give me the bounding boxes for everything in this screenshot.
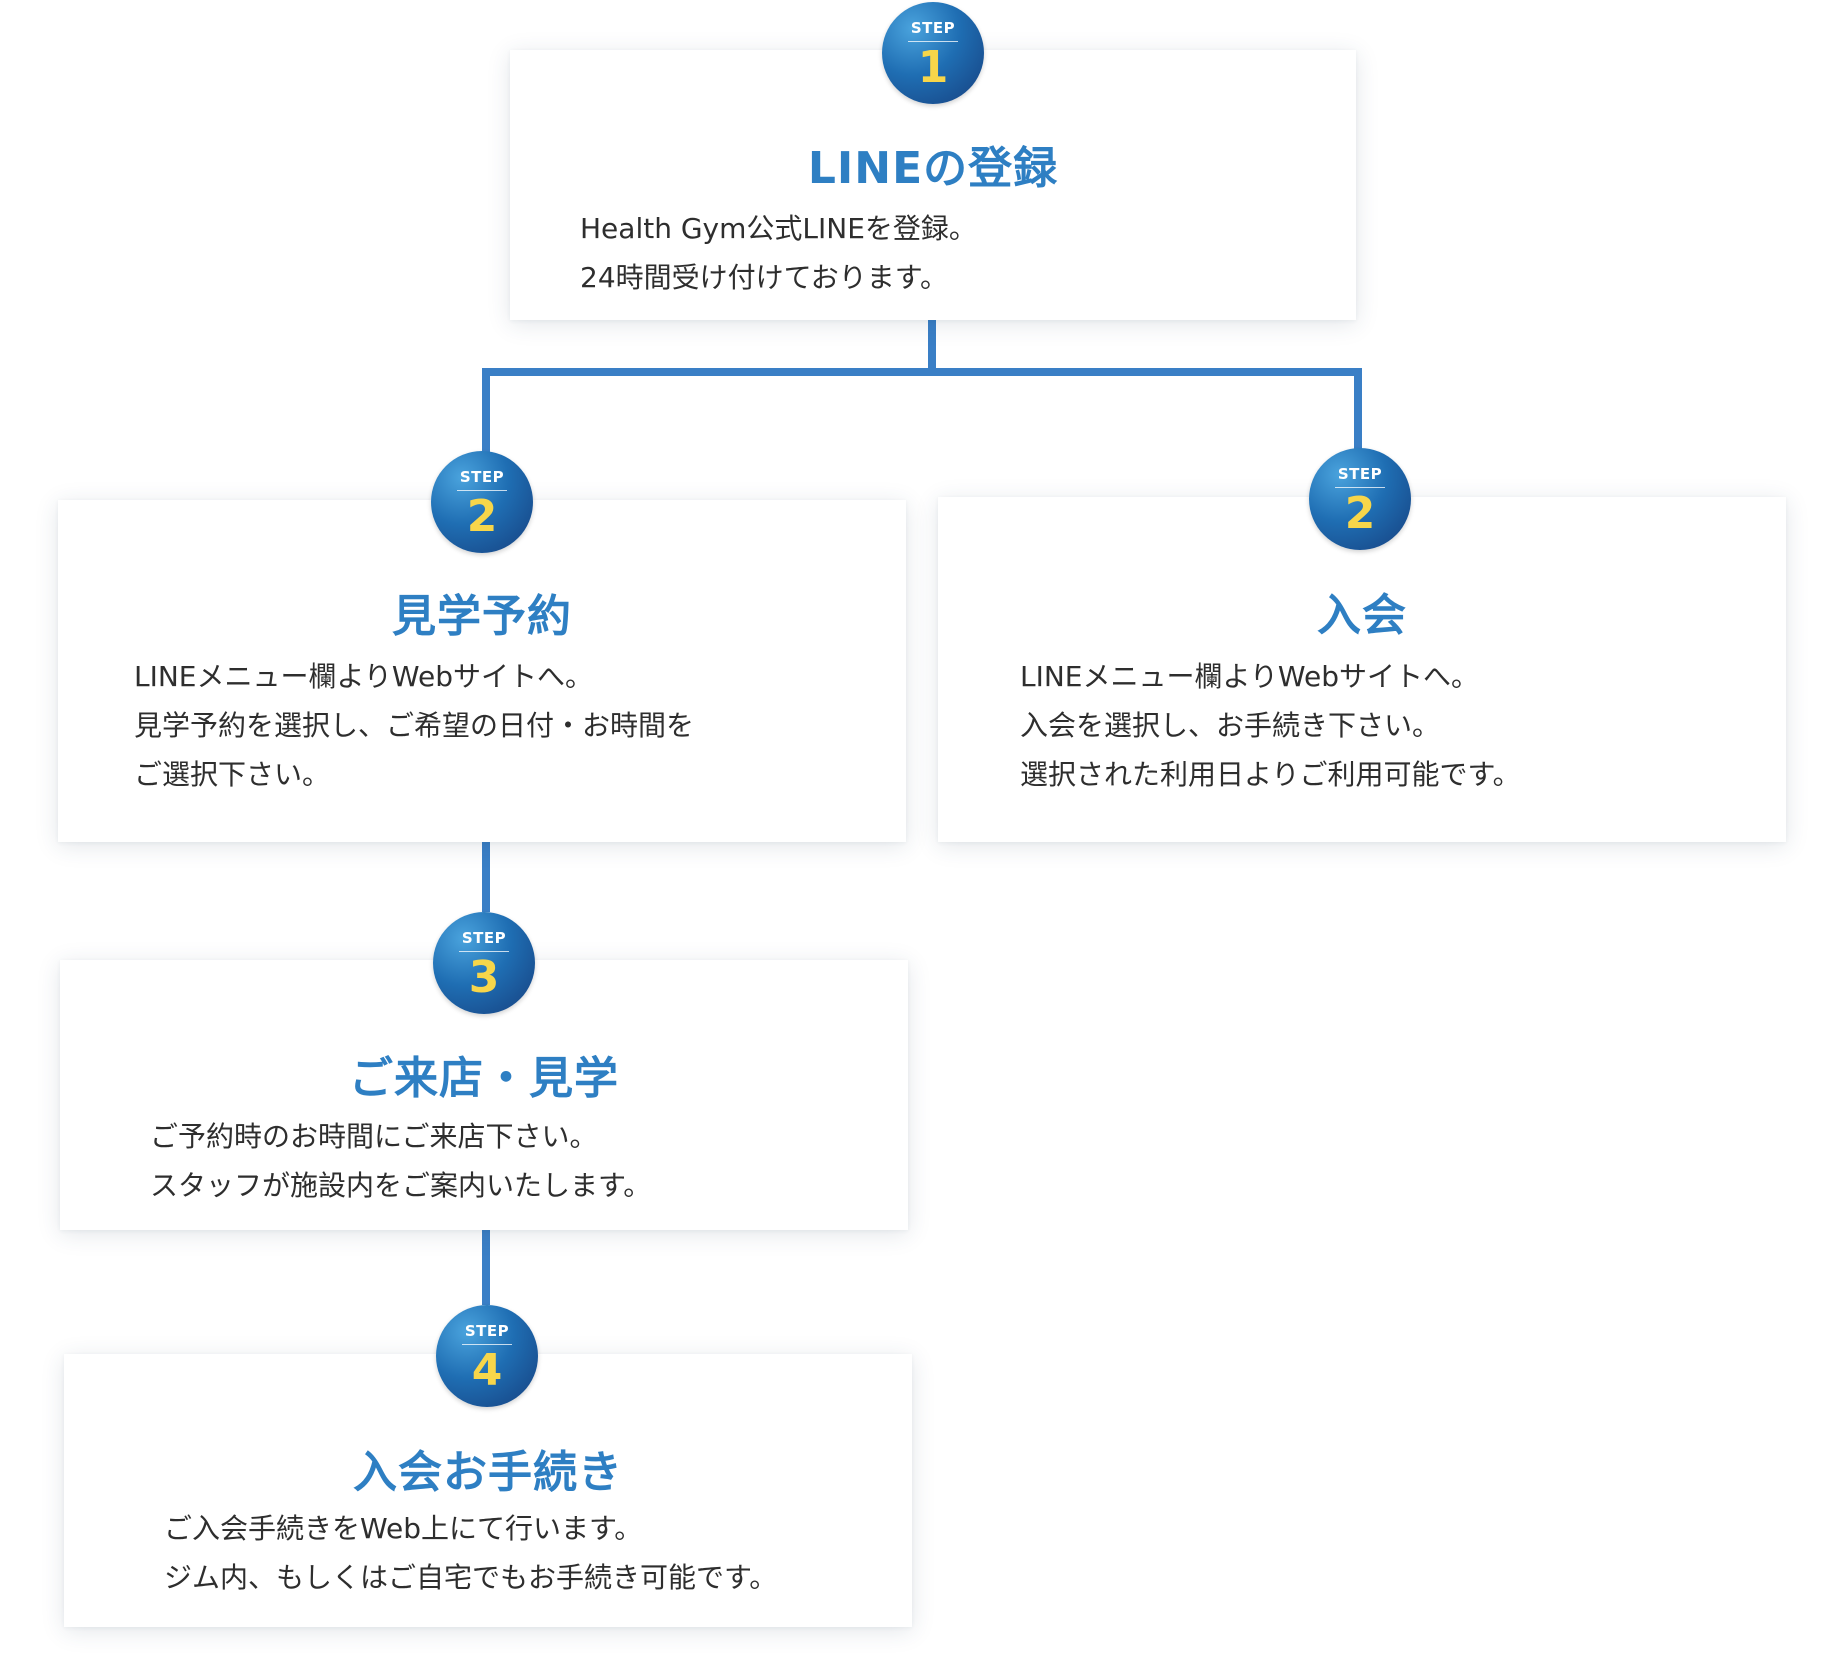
step-badge-number: 2 xyxy=(466,491,498,542)
connector-step3-to-step4 xyxy=(482,1230,490,1305)
step-badge-number: 4 xyxy=(471,1345,503,1396)
step-badge-number: 2 xyxy=(1344,488,1376,539)
step-badge-number: 3 xyxy=(468,952,500,1003)
step-badge-divider xyxy=(908,41,958,42)
description-line: ご選択下さい。 xyxy=(134,758,331,791)
description-line: 選択された利用日よりご利用可能です。 xyxy=(1020,758,1521,791)
description-line: スタッフが施設内をご案内いたします。 xyxy=(150,1169,652,1202)
step-description: Health Gym公式LINEを登録。 24時間受け付けております。 xyxy=(580,204,977,302)
description-line: ご入会手続きをWeb上にて行います。 xyxy=(164,1512,643,1545)
description-line: ご予約時のお時間にご来店下さい。 xyxy=(150,1120,598,1153)
step-title: 見学予約 xyxy=(392,591,572,642)
description-line: Health Gym公式LINEを登録。 xyxy=(580,212,977,245)
connector-step1-down xyxy=(928,320,936,372)
step-badge-label: STEP xyxy=(461,929,507,947)
step-card-membership: 入会 LINEメニュー欄よりWebサイトへ。 入会を選択し、お手続き下さい。 選… xyxy=(938,497,1786,842)
step-badge-divider xyxy=(462,1344,512,1345)
connector-step2-to-step3 xyxy=(482,842,490,912)
step-title: 入会お手続き xyxy=(353,1447,623,1498)
step-card-membership-procedure: 入会お手続き ご入会手続きをWeb上にて行います。 ジム内、もしくはご自宅でもお… xyxy=(64,1354,912,1627)
step-badge-label: STEP xyxy=(1337,465,1383,483)
step-description: ご入会手続きをWeb上にて行います。 ジム内、もしくはご自宅でもお手続き可能です… xyxy=(164,1504,777,1602)
connector-branch-right xyxy=(1354,368,1362,460)
step-badge-number: 1 xyxy=(917,42,949,93)
step-badge-divider xyxy=(457,490,507,491)
step-title: LINEの登録 xyxy=(807,143,1059,194)
description-line: 24時間受け付けております。 xyxy=(580,261,948,294)
step-badge: STEP 1 xyxy=(882,2,984,104)
step-description: LINEメニュー欄よりWebサイトへ。 入会を選択し、お手続き下さい。 選択され… xyxy=(1020,652,1521,799)
step-badge-divider xyxy=(459,951,509,952)
step-title: 入会 xyxy=(1317,590,1407,641)
step-description: ご予約時のお時間にご来店下さい。 スタッフが施設内をご案内いたします。 xyxy=(150,1112,651,1210)
description-line: LINEメニュー欄よりWebサイトへ。 xyxy=(1020,660,1479,693)
connector-branch-horizontal xyxy=(482,368,1362,376)
description-line: 入会を選択し、お手続き下さい。 xyxy=(1020,709,1441,742)
description-line: 見学予約を選択し、ご希望の日付・お時間を xyxy=(134,709,695,742)
step-badge-label: STEP xyxy=(910,19,956,37)
step-badge-label: STEP xyxy=(464,1322,510,1340)
step-badge: STEP 3 xyxy=(433,912,535,1014)
step-badge: STEP 4 xyxy=(436,1305,538,1407)
description-line: LINEメニュー欄よりWebサイトへ。 xyxy=(134,660,593,693)
step-description: LINEメニュー欄よりWebサイトへ。 見学予約を選択し、ご希望の日付・お時間を… xyxy=(134,652,694,799)
step-badge-label: STEP xyxy=(459,468,505,486)
step-badge-divider xyxy=(1335,487,1385,488)
step-title: ご来店・見学 xyxy=(349,1053,619,1104)
step-card-tour-reservation: 見学予約 LINEメニュー欄よりWebサイトへ。 見学予約を選択し、ご希望の日付… xyxy=(58,500,906,842)
step-badge: STEP 2 xyxy=(431,451,533,553)
connector-branch-left xyxy=(482,368,490,460)
step-badge: STEP 2 xyxy=(1309,448,1411,550)
description-line: ジム内、もしくはご自宅でもお手続き可能です。 xyxy=(164,1561,778,1594)
